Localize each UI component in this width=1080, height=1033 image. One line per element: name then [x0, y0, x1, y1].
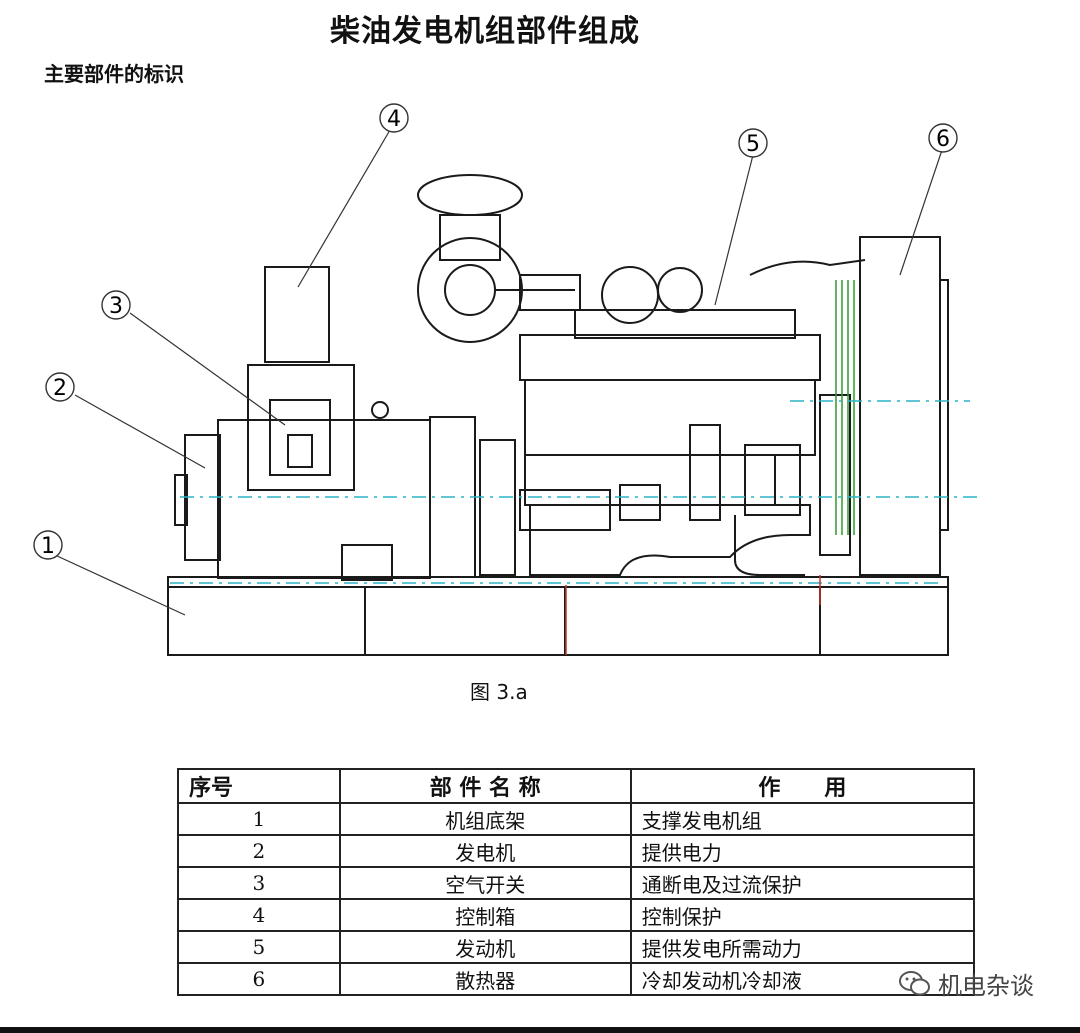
base-frame: [167, 576, 949, 656]
row-function: 提供电力: [629, 834, 976, 868]
radiator: [819, 236, 949, 576]
figure-caption: 图 3.a: [470, 680, 528, 704]
table-row: 6 散热器 冷却发动机冷却液: [177, 962, 976, 996]
engine: [479, 259, 866, 576]
radiator-fins: [835, 280, 855, 535]
table-row: 3 空气开关 通断电及过流保护: [177, 866, 976, 900]
table-header-row: 序号 部 件 名 称 作 用: [177, 768, 976, 804]
callout-4: 4: [379, 103, 409, 133]
table-row: 2 发电机 提供电力: [177, 834, 976, 868]
row-name: 空气开关: [338, 866, 632, 900]
row-no: 4: [177, 898, 341, 932]
generator-set-drawing: 1 2 3 4 5 6: [33, 103, 980, 656]
page-title: 柴油发电机组部件组成: [330, 14, 640, 49]
watermark-text: 机电杂谈: [938, 972, 1034, 1000]
row-no: 2: [177, 834, 341, 868]
row-name: 发动机: [338, 930, 632, 964]
callout-1: 1: [33, 530, 63, 560]
control-box: [247, 266, 355, 491]
callout-balloons: 1 2 3 4 5 6: [33, 103, 958, 560]
row-function: 提供发电所需动力: [629, 930, 976, 964]
row-name: 机组底架: [338, 802, 632, 836]
bottom-rule: [0, 1027, 1080, 1033]
callout-2: 2: [45, 372, 75, 402]
svg-text:2: 2: [53, 376, 67, 401]
row-function: 支撑发电机组: [629, 802, 976, 836]
table-row: 4 控制箱 控制保护: [177, 898, 976, 932]
svg-text:4: 4: [387, 107, 401, 132]
svg-text:5: 5: [746, 132, 760, 157]
air-filter: [417, 174, 581, 343]
parts-table: 序号 部 件 名 称 作 用 1 机组底架 支撑发电机组 2 发电机 提供电力 …: [177, 768, 976, 996]
row-no: 5: [177, 930, 341, 964]
svg-text:1: 1: [41, 534, 55, 559]
wechat-icon: [899, 970, 930, 995]
row-no: 1: [177, 802, 341, 836]
watermark: 机电杂谈: [898, 966, 1034, 1001]
section-subtitle: 主要部件的标识: [44, 62, 184, 86]
header-name: 部 件 名 称: [338, 768, 632, 804]
row-name: 散热器: [338, 962, 632, 996]
row-function: 控制保护: [629, 898, 976, 932]
red-centerline: [565, 575, 821, 655]
row-no: 6: [177, 962, 341, 996]
row-function: 通断电及过流保护: [629, 866, 976, 900]
table-row: 5 发动机 提供发电所需动力: [177, 930, 976, 964]
center-lines: [170, 400, 980, 584]
header-function: 作 用: [629, 768, 976, 804]
callout-6: 6: [928, 123, 958, 153]
svg-text:3: 3: [109, 294, 123, 319]
callout-3: 3: [101, 290, 131, 320]
row-name: 控制箱: [338, 898, 632, 932]
row-function: 冷却发动机冷却液: [629, 962, 976, 996]
table-row: 1 机组底架 支撑发电机组: [177, 802, 976, 836]
svg-text:6: 6: [936, 127, 950, 152]
row-no: 3: [177, 866, 341, 900]
row-name: 发电机: [338, 834, 632, 868]
header-no: 序号: [177, 768, 341, 804]
callout-5: 5: [738, 128, 768, 158]
